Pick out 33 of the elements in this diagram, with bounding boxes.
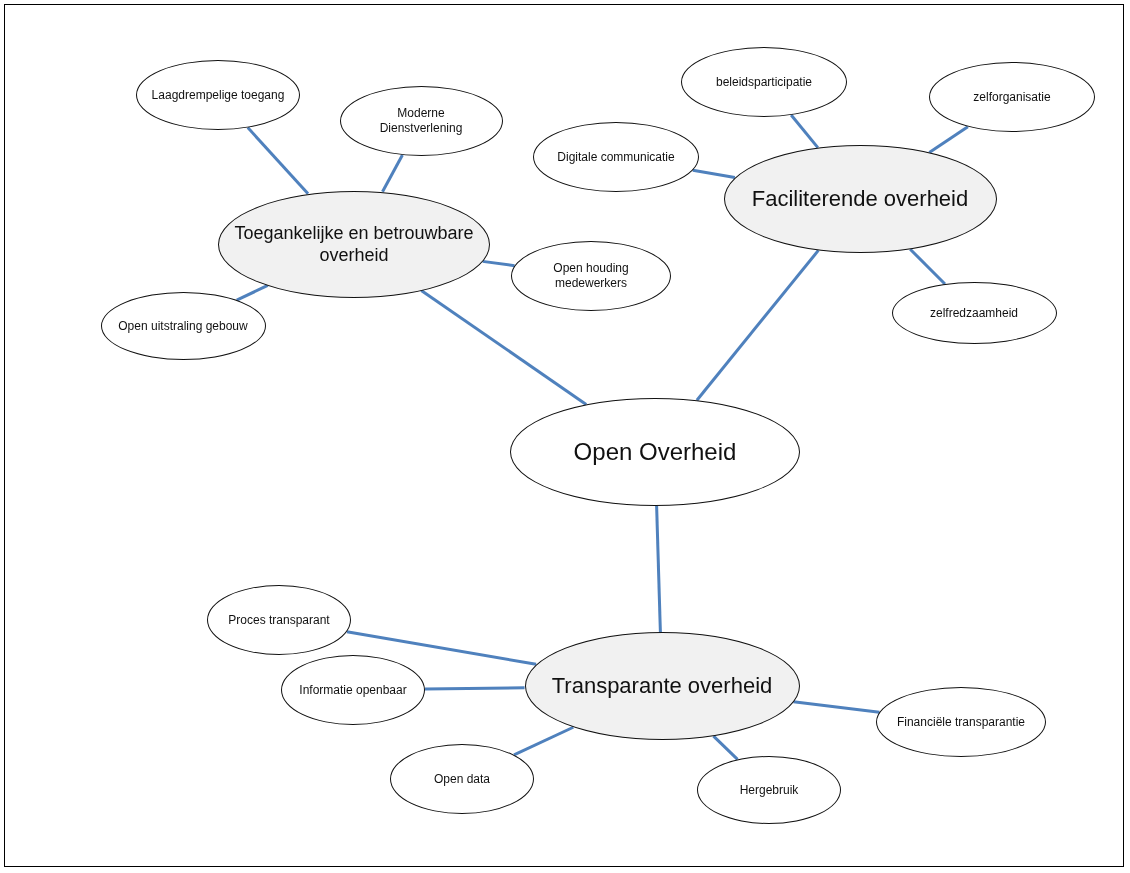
node-label: beleidsparticipatie — [715, 74, 813, 90]
connector-line — [482, 259, 515, 268]
node-label: Transparante overheid — [551, 672, 773, 700]
connector-line — [712, 735, 739, 761]
node-label: Open data — [433, 771, 490, 787]
node-label: zelfredzaamheid — [929, 305, 1019, 321]
node-label: Hergebruik — [739, 782, 799, 798]
connector-line — [236, 284, 269, 302]
connector-line — [346, 630, 537, 666]
connector-line — [513, 725, 574, 757]
connector-line — [381, 154, 404, 193]
node-label: Informatie openbaar — [299, 682, 407, 698]
connector-line — [909, 248, 947, 286]
node-label: zelforganisatie — [973, 89, 1051, 105]
connector-line — [692, 168, 736, 179]
node-label: Open houding medewerkers — [552, 261, 630, 291]
connector-line — [793, 700, 880, 714]
connector-line — [790, 114, 819, 149]
node-label: Digitale communicatie — [557, 149, 675, 165]
connector-line — [928, 125, 969, 154]
node-label: Open Overheid — [573, 437, 737, 467]
node-label: Proces transparant — [228, 612, 330, 628]
node-label: Moderne Dienstverlening — [378, 106, 464, 136]
node-label: Faciliterende overheid — [751, 185, 969, 213]
node-label: Toegankelijke en betrouwbare overheid — [233, 221, 475, 267]
connector-line — [424, 686, 525, 691]
connector-line — [695, 249, 820, 402]
connector-line — [655, 505, 662, 633]
node-label: Open uitstraling gebouw — [118, 318, 248, 334]
connector-line — [420, 289, 588, 406]
connector-line — [246, 126, 310, 195]
node-label: Financiële transparantie — [896, 714, 1026, 730]
node-label: Laagdrempelige toegang — [151, 87, 285, 103]
